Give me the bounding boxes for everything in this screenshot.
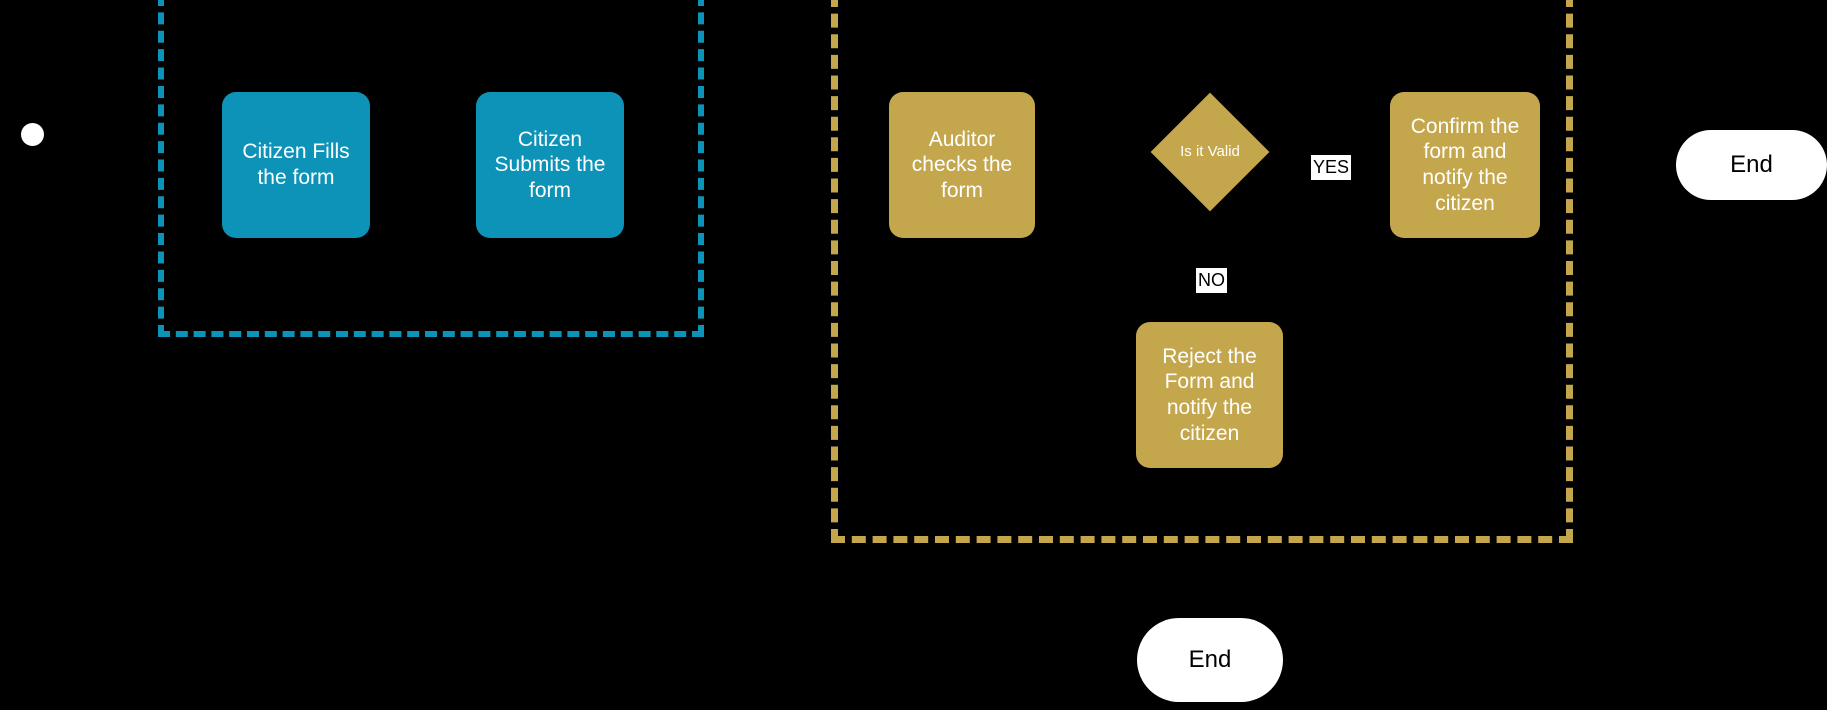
edge-label-yes: YES: [1311, 155, 1352, 180]
node-citizen-submits-the-form[interactable]: Citizen Submits the form: [476, 92, 624, 238]
node-citizen-fills-the-form[interactable]: Citizen Fills the form: [222, 92, 370, 238]
node-label: Citizen Fills the form: [242, 140, 350, 189]
terminator-label: End: [1730, 151, 1773, 178]
node-label: Reject the Form and notify the citizen: [1162, 344, 1257, 445]
terminator-label: End: [1188, 646, 1232, 673]
node-label: Auditor checks the form: [911, 127, 1013, 202]
end-node-rejected[interactable]: End: [1137, 618, 1283, 702]
edge-label-text: YES: [1313, 157, 1350, 177]
node-reject-the-form-and-notify-the-citizen[interactable]: Reject the Form and notify the citizen: [1136, 322, 1283, 468]
node-label: Confirm the form and notify the citizen: [1410, 114, 1520, 215]
node-confirm-the-form-and-notify-the-citizen[interactable]: Confirm the form and notify the citizen: [1390, 92, 1540, 238]
node-label: Citizen Submits the form: [494, 127, 606, 202]
edge-label-text: NO: [1198, 270, 1225, 290]
node-auditor-checks-the-form[interactable]: Auditor checks the form: [889, 92, 1035, 238]
citizen-lane: [158, 0, 704, 337]
decision-is-it-valid[interactable]: Is it Valid: [1150, 92, 1270, 212]
auditor-lane: [831, 0, 1573, 543]
end-node-confirmed[interactable]: End: [1676, 130, 1827, 200]
start-node[interactable]: [21, 123, 44, 146]
edge-label-no: NO: [1196, 268, 1227, 293]
decision-label: Is it Valid: [1180, 143, 1240, 160]
